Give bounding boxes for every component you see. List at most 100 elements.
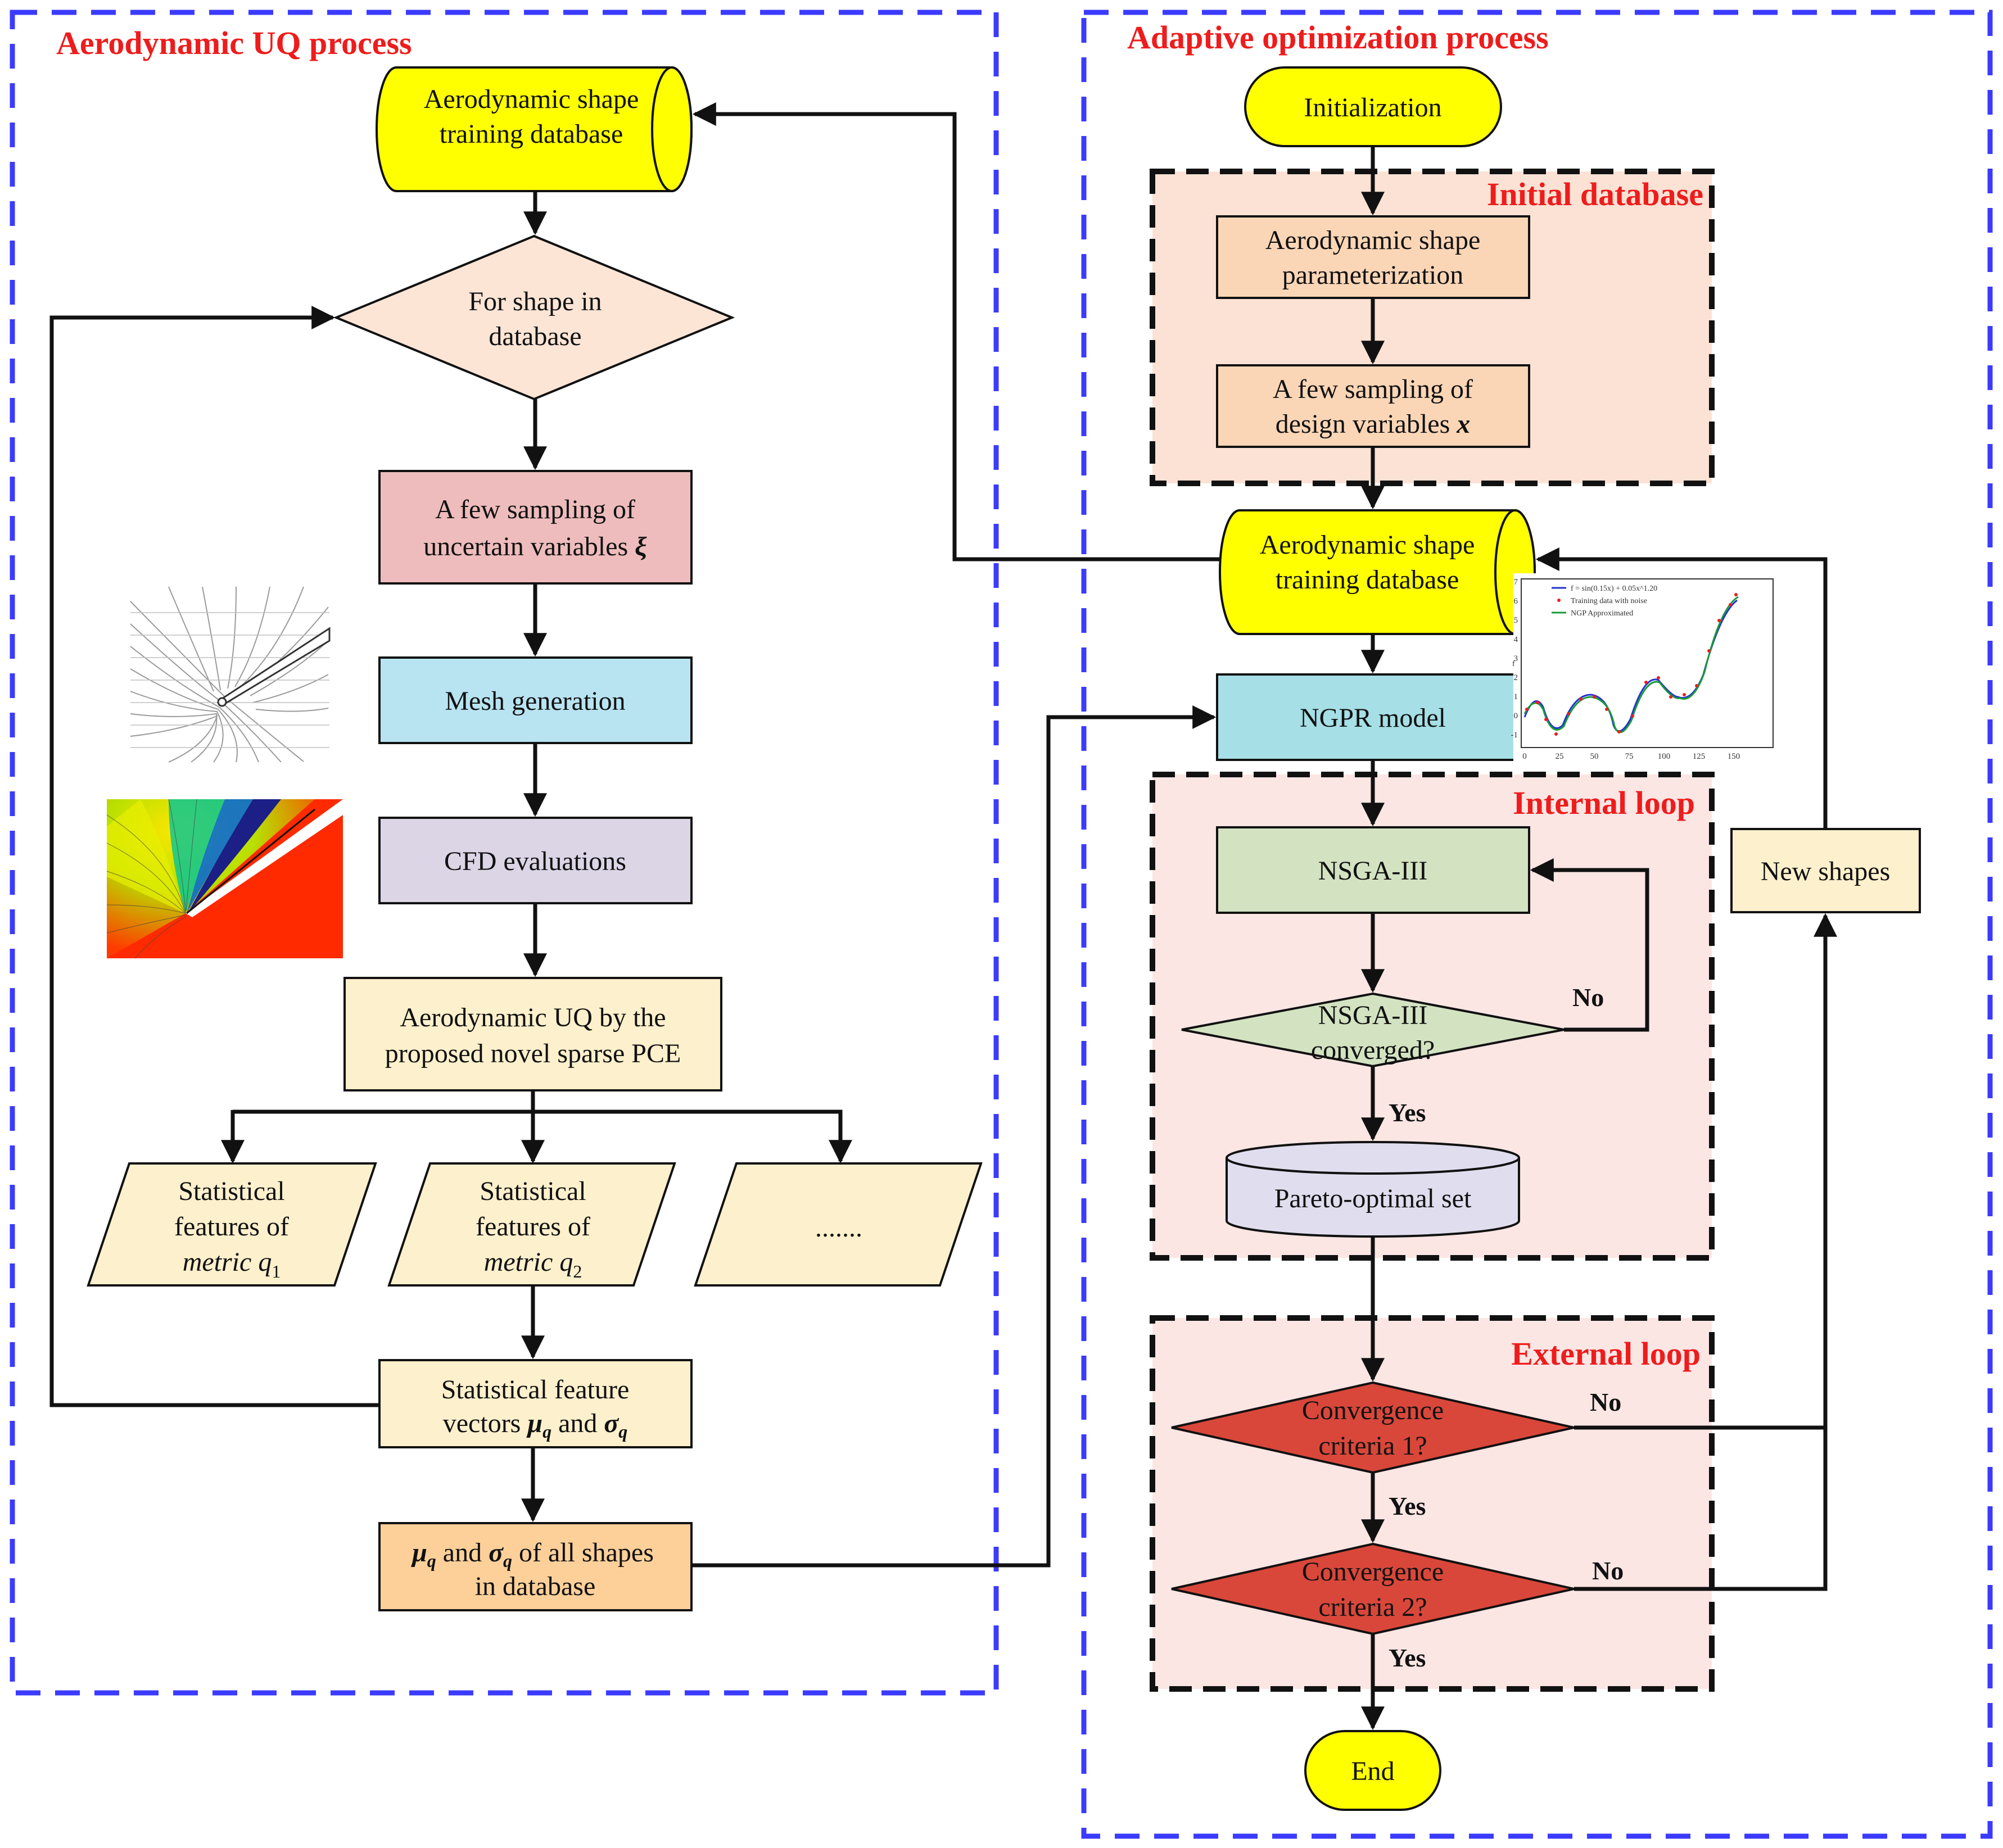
feat2-line1: Statistical — [480, 1176, 586, 1206]
all-shapes-stats-box: μq and σq of all shapes in database — [378, 1522, 693, 1611]
feat3-label: ....... — [815, 1213, 862, 1243]
uqpce-line2: proposed novel sparse PCE — [385, 1039, 681, 1068]
inset-ytick: 5 — [1514, 616, 1518, 625]
conv2-line2: criteria 2? — [1318, 1592, 1427, 1622]
for-line2: database — [489, 321, 581, 351]
mesh-label: Mesh generation — [445, 686, 625, 716]
param-line1: Aerodynamic shape — [1265, 225, 1481, 255]
conv1-line1: Convergence — [1302, 1396, 1444, 1425]
inset-xtick: 125 — [1693, 752, 1706, 761]
cfd-contour-image — [106, 799, 343, 959]
inset-xtick: 25 — [1556, 752, 1564, 761]
uqpce-line1: Aerodynamic UQ by the — [400, 1003, 666, 1032]
inset-ytick: -1 — [1511, 731, 1518, 740]
external-loop-section — [1150, 1315, 1715, 1692]
label-conv1-no: No — [1590, 1388, 1621, 1416]
mesh-image — [128, 585, 331, 764]
features-more-parallelogram: ....... — [694, 1162, 983, 1287]
uq-process-panel — [10, 10, 999, 1696]
opt-db-line2: training database — [1276, 565, 1459, 595]
opt-db-line1: Aerodynamic shape — [1260, 530, 1475, 560]
inset-legend-1: f = sin(0.15x) + 0.05x^1.20 — [1571, 585, 1657, 593]
uncertain-line1: A few sampling of — [435, 495, 635, 524]
edge-vectors-loop-to-for — [49, 306, 379, 1407]
feat2-line2: features of — [476, 1212, 590, 1242]
uq-training-database: Aerodynamic shape training database — [376, 66, 693, 192]
mesh-generation-box: Mesh generation — [378, 656, 693, 744]
feat1-line3: metric q1 — [183, 1247, 281, 1281]
parameterization-box: Aerodynamic shape parameterization — [1216, 215, 1530, 299]
uq-pce-box: Aerodynamic UQ by the proposed novel spa… — [343, 977, 722, 1091]
param-line2: parameterization — [1282, 260, 1463, 290]
inset-ytick: 0 — [1514, 712, 1518, 721]
inset-xtick: 150 — [1728, 752, 1740, 761]
inset-ytick: 2 — [1514, 673, 1518, 682]
design-line1: A few sampling of — [1273, 374, 1473, 404]
for-shape-decision: For shape in database — [333, 234, 735, 401]
vec-line1: Statistical feature — [441, 1375, 630, 1405]
convergence-criteria-2-decision: Convergence criteria 2? — [1171, 1542, 1575, 1636]
edge-newshapes-to-optdb — [1535, 547, 1828, 829]
edge-all-to-ngpr — [691, 705, 1217, 1568]
feat1-line2: features of — [174, 1212, 289, 1242]
inset-xtick: 50 — [1590, 752, 1599, 761]
cfd-evaluations-box: CFD evaluations — [378, 817, 693, 904]
vec-line2: vectors μq and σq — [443, 1408, 628, 1442]
edge-uqpce-branch — [233, 1090, 535, 1114]
edge-branch-more — [533, 1109, 852, 1164]
inset-ytick: 3 — [1514, 654, 1518, 663]
optimization-process-panel — [1081, 10, 1993, 1839]
for-line1: For shape in — [468, 287, 602, 316]
pareto-label: Pareto-optimal set — [1274, 1184, 1472, 1213]
nsga-conv-line1: NSGA-III — [1318, 1000, 1428, 1030]
uq-process-title: Aerodynamic UQ process — [56, 25, 412, 61]
feat1-line1: Statistical — [178, 1176, 284, 1206]
inset-xtick: 100 — [1658, 752, 1671, 761]
nsga-label: NSGA-III — [1318, 856, 1428, 886]
internal-loop-title: Internal loop — [1513, 785, 1695, 821]
external-loop-title: External loop — [1511, 1335, 1701, 1372]
inset-ytick: 4 — [1514, 635, 1518, 644]
uncertain-sampling-box: A few sampling of uncertain variables ξ — [378, 470, 693, 585]
features-q2-parallelogram: Statistical features of metric q2 — [387, 1162, 676, 1287]
conv1-line2: criteria 1? — [1318, 1431, 1427, 1461]
inset-ylabel: f — [1512, 660, 1515, 668]
cfd-label: CFD evaluations — [444, 846, 626, 876]
end-terminator: End — [1304, 1730, 1441, 1811]
uncertain-line2: uncertain variables ξ — [423, 532, 647, 561]
inset-xtick: 75 — [1625, 752, 1634, 761]
inset-legend-2: Training data with noise — [1571, 597, 1647, 605]
label-nsga-no: No — [1572, 983, 1604, 1012]
ngpr-model-box: NGPR model — [1216, 673, 1530, 761]
new-shapes-box: New shapes — [1730, 828, 1921, 913]
optimization-process-title: Adaptive optimization process — [1127, 19, 1549, 56]
inset-ytick: 7 — [1514, 578, 1518, 587]
all-line1: μq and σq of all shapes — [410, 1538, 654, 1571]
edge-optdb-to-uqdb — [692, 102, 1220, 561]
nsga-conv-line2: converged? — [1311, 1035, 1435, 1065]
ngpr-label: NGPR model — [1300, 703, 1446, 733]
inset-ytick: 6 — [1514, 597, 1518, 606]
inset-legend-3: NGP Approximated — [1571, 609, 1633, 618]
nsga-box: NSGA-III — [1216, 826, 1530, 914]
design-sampling-box: A few sampling of design variables x — [1216, 364, 1530, 448]
feat2-line3: metric q2 — [484, 1247, 582, 1281]
initial-database-title: Initial database — [1487, 176, 1703, 212]
edge-conv2-no — [1574, 913, 1837, 1591]
init-label: Initialization — [1304, 93, 1441, 123]
initialization-terminator: Initialization — [1244, 66, 1502, 147]
uq-db-line1: Aerodynamic shape — [424, 84, 639, 114]
design-line2: design variables x — [1276, 409, 1471, 439]
ngp-inset-chart: 7 6 5 4 3 2 1 0 -1 0 25 50 75 100 125 15… — [1511, 573, 1780, 764]
label-conv2-yes: Yes — [1389, 1643, 1426, 1672]
opt-training-database: Aerodynamic shape training database — [1219, 509, 1536, 635]
new-shapes-label: New shapes — [1761, 857, 1891, 886]
label-nsga-yes: Yes — [1389, 1098, 1426, 1127]
conv2-line1: Convergence — [1302, 1557, 1444, 1587]
edge-nsga-conv-no — [1530, 858, 1649, 1032]
label-conv1-yes: Yes — [1389, 1492, 1426, 1520]
inset-xtick: 0 — [1522, 752, 1527, 761]
features-q1-parallelogram: Statistical features of metric q1 — [87, 1162, 377, 1287]
label-conv2-no: No — [1592, 1556, 1624, 1585]
